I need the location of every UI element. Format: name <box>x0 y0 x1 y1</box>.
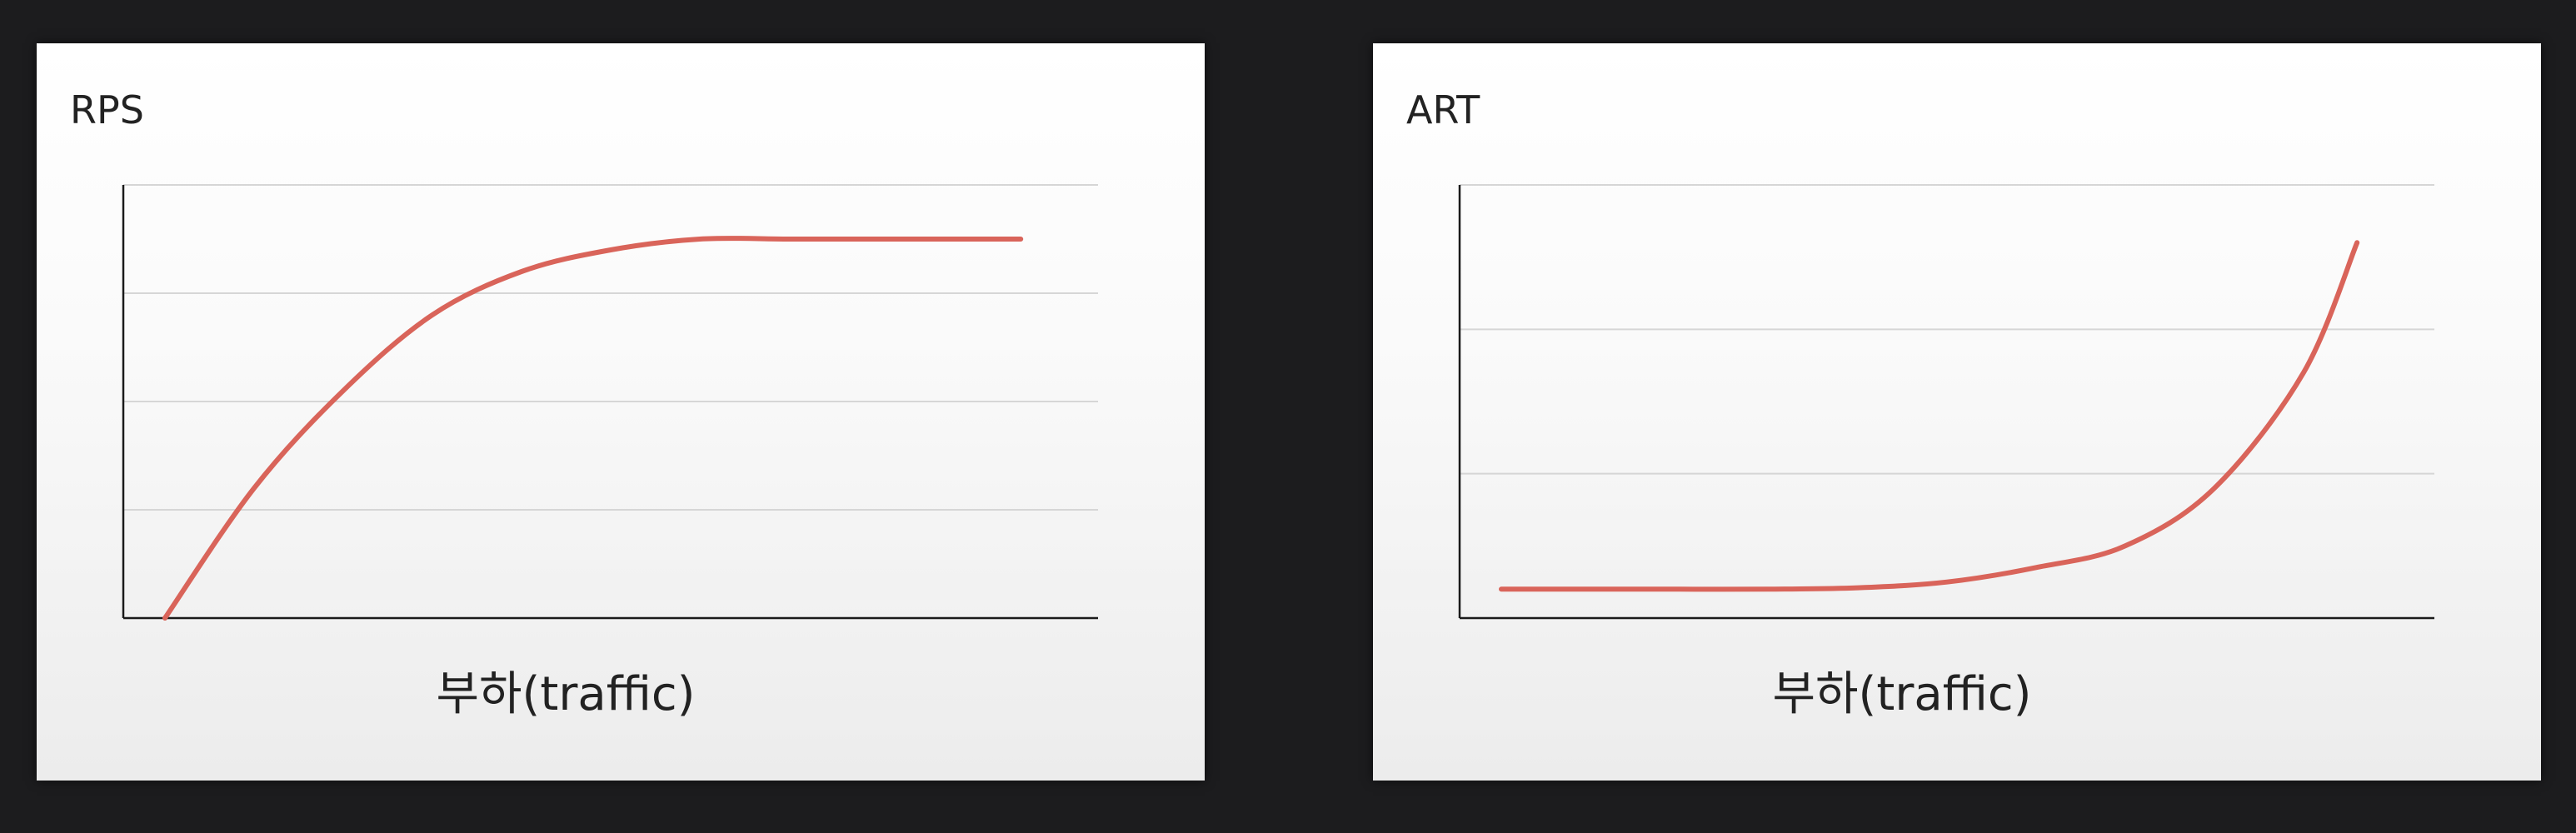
rps-line <box>162 236 1024 621</box>
chart-title: RPS <box>70 87 144 132</box>
x-axis-label: 부하(traffic) <box>437 667 696 721</box>
rps-chart: RPS 부하(traffic) <box>70 87 1098 721</box>
gridlines <box>123 184 1098 511</box>
art-chart: ART 부하(traffic) <box>1406 87 2434 721</box>
art-line <box>1499 240 2360 592</box>
rps-chart-panel: RPS 부하(traffic) <box>37 43 1205 781</box>
art-chart-panel: ART 부하(traffic) <box>1373 43 2541 781</box>
axes <box>122 185 1098 620</box>
gridlines <box>1460 184 2434 475</box>
x-axis-label: 부하(traffic) <box>1773 667 2032 721</box>
chart-title: ART <box>1406 87 1480 132</box>
axes <box>1458 185 2434 620</box>
